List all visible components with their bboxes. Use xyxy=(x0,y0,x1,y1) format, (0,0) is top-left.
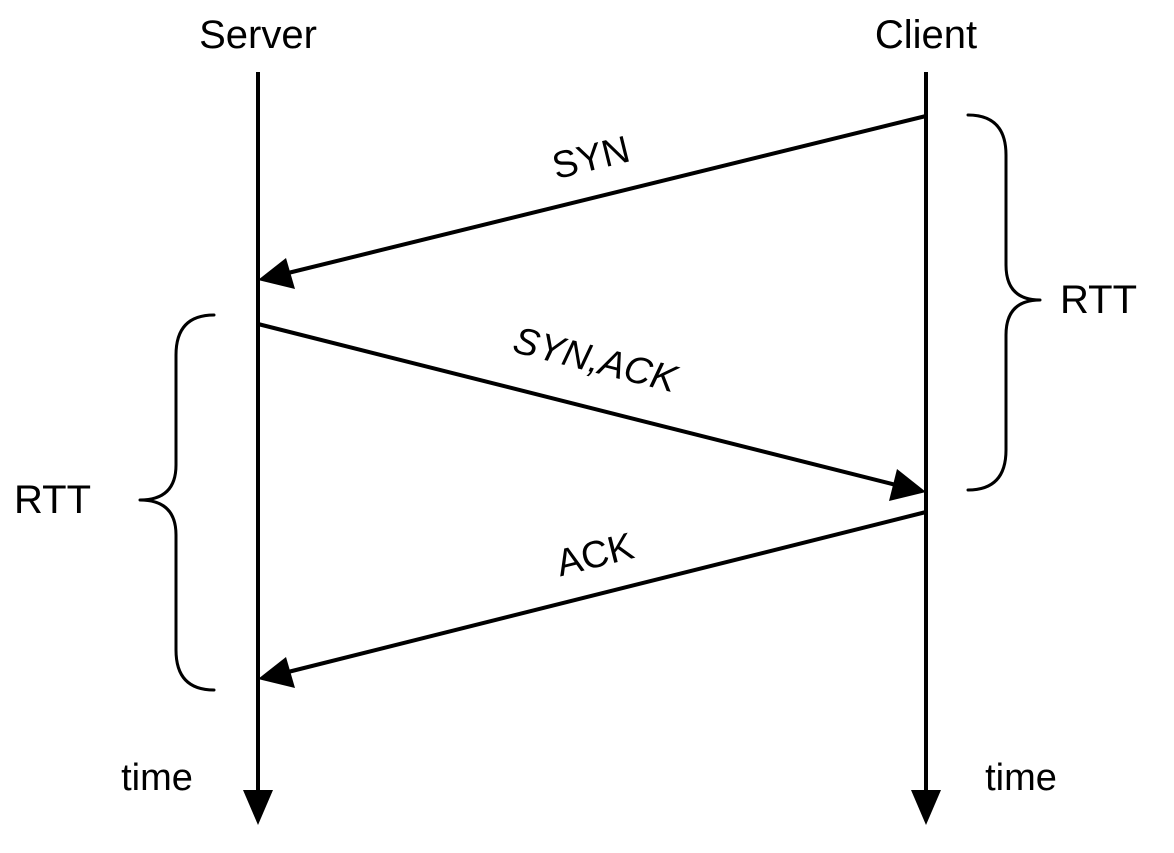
syn-ack-arrowhead xyxy=(889,469,926,501)
ack-label: ACK xyxy=(552,526,638,586)
syn-arrowhead xyxy=(258,258,295,289)
client-label: Client xyxy=(875,13,977,57)
client-rtt-label: RTT xyxy=(1060,278,1137,322)
syn-arrow xyxy=(287,114,927,275)
client-time-label: time xyxy=(985,757,1057,799)
client-lifeline-arrowhead xyxy=(911,790,941,825)
server-lifeline-arrowhead xyxy=(243,790,273,825)
server-time-label: time xyxy=(121,757,193,799)
client-rtt-brace xyxy=(966,113,1042,492)
ack-arrow xyxy=(287,510,927,674)
syn-label: SYN xyxy=(548,129,634,188)
syn-ack-arrow xyxy=(257,322,897,487)
server-rtt-brace xyxy=(138,313,216,692)
server-rtt-label: RTT xyxy=(14,478,91,522)
syn-ack-label: SYN,ACK xyxy=(509,320,683,402)
server-label: Server xyxy=(199,13,317,57)
ack-arrowhead xyxy=(258,657,295,688)
